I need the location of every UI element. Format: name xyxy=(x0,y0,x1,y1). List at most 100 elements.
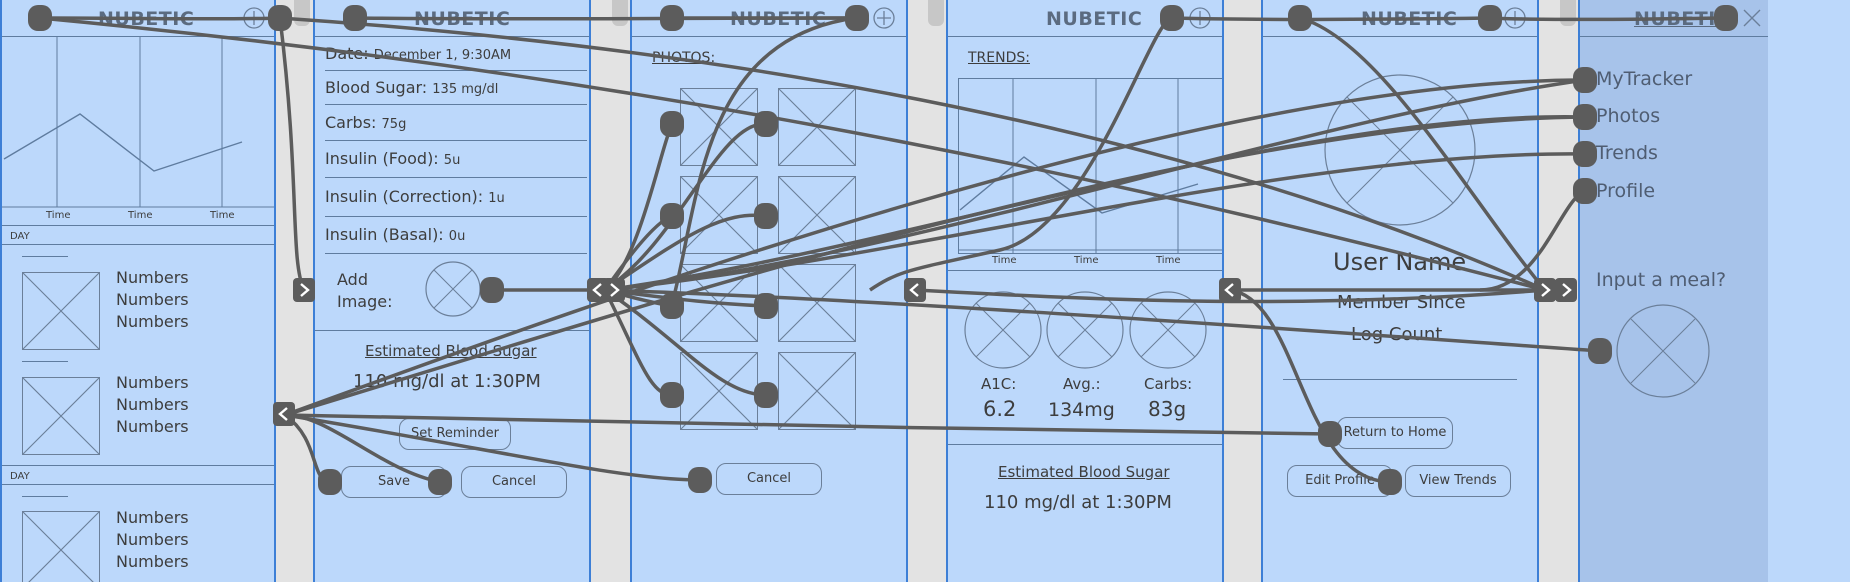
screen-mytracker: NUBETIC Time Time Time DAY Numbers Numbe… xyxy=(0,0,276,582)
link-arrow-badge xyxy=(603,278,625,302)
view-trends-button[interactable]: View Trends xyxy=(1405,465,1511,497)
chart-line xyxy=(959,156,1199,214)
form-field-insulin-food[interactable]: Insulin (Food): 5u xyxy=(325,141,587,178)
photos-title: PHOTOS: xyxy=(652,50,716,66)
stat-value: 6.2 xyxy=(983,397,1017,421)
form-field-date[interactable]: Date: December 1, 9:30AM xyxy=(325,37,587,71)
photo-thumbnail[interactable] xyxy=(680,352,758,430)
section-divider xyxy=(2,484,274,485)
form-field-carbs[interactable]: Carbs: 75g xyxy=(325,105,587,141)
estimate-title[interactable]: Estimated Blood Sugar xyxy=(365,342,537,360)
estimate-title[interactable]: Estimated Blood Sugar xyxy=(998,463,1170,481)
profile-avatar xyxy=(1324,74,1476,226)
add-icon[interactable] xyxy=(1503,6,1527,30)
menu-item-profile[interactable]: Profile xyxy=(1596,180,1656,202)
separator xyxy=(22,496,68,497)
photo-thumbnail[interactable] xyxy=(778,264,856,342)
field-value: 5u xyxy=(443,153,461,168)
field-label: Blood Sugar: xyxy=(325,78,428,97)
entry-image-placeholder[interactable] xyxy=(22,511,100,582)
section-label: DAY xyxy=(10,231,30,242)
stat-image xyxy=(964,291,1042,369)
add-icon[interactable] xyxy=(1188,6,1212,30)
app-logo: NUBETIC xyxy=(1634,8,1731,30)
form-field-insulin-basal[interactable]: Insulin (Basal): 0u xyxy=(325,217,587,254)
photo-thumbnail[interactable] xyxy=(778,352,856,430)
entry-image-placeholder[interactable] xyxy=(22,377,100,455)
entry-value: Numbers xyxy=(116,395,189,414)
member-since: Member Since xyxy=(1337,292,1466,313)
app-logo: NUBETIC xyxy=(1046,8,1143,30)
scrollbar[interactable] xyxy=(294,0,310,26)
input-meal-prompt: Input a meal? xyxy=(1596,269,1727,291)
chevron-right-icon xyxy=(1562,283,1572,297)
section-label: DAY xyxy=(10,471,30,482)
add-icon[interactable] xyxy=(242,6,266,30)
cancel-button[interactable]: Cancel xyxy=(716,463,822,495)
set-reminder-button[interactable]: Set Reminder xyxy=(399,418,511,450)
section-divider xyxy=(948,270,1222,271)
menu-item-photos[interactable]: Photos xyxy=(1596,105,1661,127)
field-label: Insulin (Food): xyxy=(325,149,439,168)
section-divider xyxy=(2,225,274,226)
entry-value: Numbers xyxy=(116,508,189,527)
link-arrow-badge xyxy=(273,402,295,426)
entry-value: Numbers xyxy=(116,417,189,436)
add-image-button[interactable] xyxy=(425,261,481,317)
screen-menu-panel: NUBETIC MyTracker Photos Trends Profile … xyxy=(1578,0,1768,582)
scrollbar[interactable] xyxy=(612,0,628,26)
add-image-label: Add xyxy=(337,270,368,289)
app-logo: NUBETIC xyxy=(414,8,511,30)
field-label: Insulin (Correction): xyxy=(325,187,484,206)
stat-value: 134mg xyxy=(1048,399,1115,421)
chart-tick: Time xyxy=(1156,255,1181,266)
return-home-button[interactable]: Return to Home xyxy=(1337,417,1453,449)
edit-profile-button[interactable]: Edit Profile xyxy=(1287,465,1393,497)
stat-label: Carbs: xyxy=(1144,375,1193,393)
header: NUBETIC xyxy=(948,0,1222,37)
chart-line xyxy=(3,113,243,172)
blood-sugar-chart xyxy=(2,37,274,208)
screen-photos: NUBETIC PHOTOS: Cancel xyxy=(630,0,908,582)
stat-label: Avg.: xyxy=(1063,375,1101,393)
save-button[interactable]: Save xyxy=(341,466,447,498)
separator xyxy=(22,256,68,257)
add-image-label: Image: xyxy=(337,292,393,311)
scrollbar[interactable] xyxy=(928,0,944,26)
section-divider xyxy=(2,465,274,466)
chevron-left-icon xyxy=(1224,283,1234,297)
field-label: Insulin (Basal): xyxy=(325,225,444,244)
entry-value: Numbers xyxy=(116,530,189,549)
menu-item-trends[interactable]: Trends xyxy=(1596,142,1658,164)
photo-thumbnail[interactable] xyxy=(778,88,856,166)
chevron-right-icon xyxy=(300,283,310,297)
header: NUBETIC xyxy=(2,0,274,37)
form-field-insulin-correction[interactable]: Insulin (Correction): 1u xyxy=(325,178,587,217)
form-field-blood-sugar[interactable]: Blood Sugar: 135 mg/dl xyxy=(325,71,587,105)
chevron-right-icon xyxy=(610,283,620,297)
cancel-button[interactable]: Cancel xyxy=(461,466,567,498)
entry-value: Numbers xyxy=(116,290,189,309)
add-icon[interactable] xyxy=(872,6,896,30)
chevron-left-icon xyxy=(592,283,602,297)
close-icon[interactable] xyxy=(1742,8,1762,28)
photo-thumbnail[interactable] xyxy=(680,176,758,254)
screen-log-entry: NUBETIC Date: December 1, 9:30AM Blood S… xyxy=(313,0,591,582)
chart-tick: Time xyxy=(210,210,235,221)
entry-image-placeholder[interactable] xyxy=(22,272,100,350)
photo-thumbnail[interactable] xyxy=(680,88,758,166)
stat-image xyxy=(1129,291,1207,369)
scrollbar[interactable] xyxy=(1560,0,1576,26)
stat-value: 83g xyxy=(1148,397,1187,421)
meal-photo-button[interactable] xyxy=(1615,303,1711,399)
section-divider xyxy=(948,444,1222,445)
photo-thumbnail[interactable] xyxy=(680,264,758,342)
section-divider xyxy=(1283,379,1517,380)
estimate-value: 110 mg/dl at 1:30PM xyxy=(984,492,1172,513)
field-value: 135 mg/dl xyxy=(432,82,499,97)
right-margin xyxy=(1768,0,1850,582)
header: NUBETIC xyxy=(632,0,906,37)
menu-item-mytracker[interactable]: MyTracker xyxy=(1596,68,1693,90)
link-wire xyxy=(278,17,306,291)
photo-thumbnail[interactable] xyxy=(778,176,856,254)
